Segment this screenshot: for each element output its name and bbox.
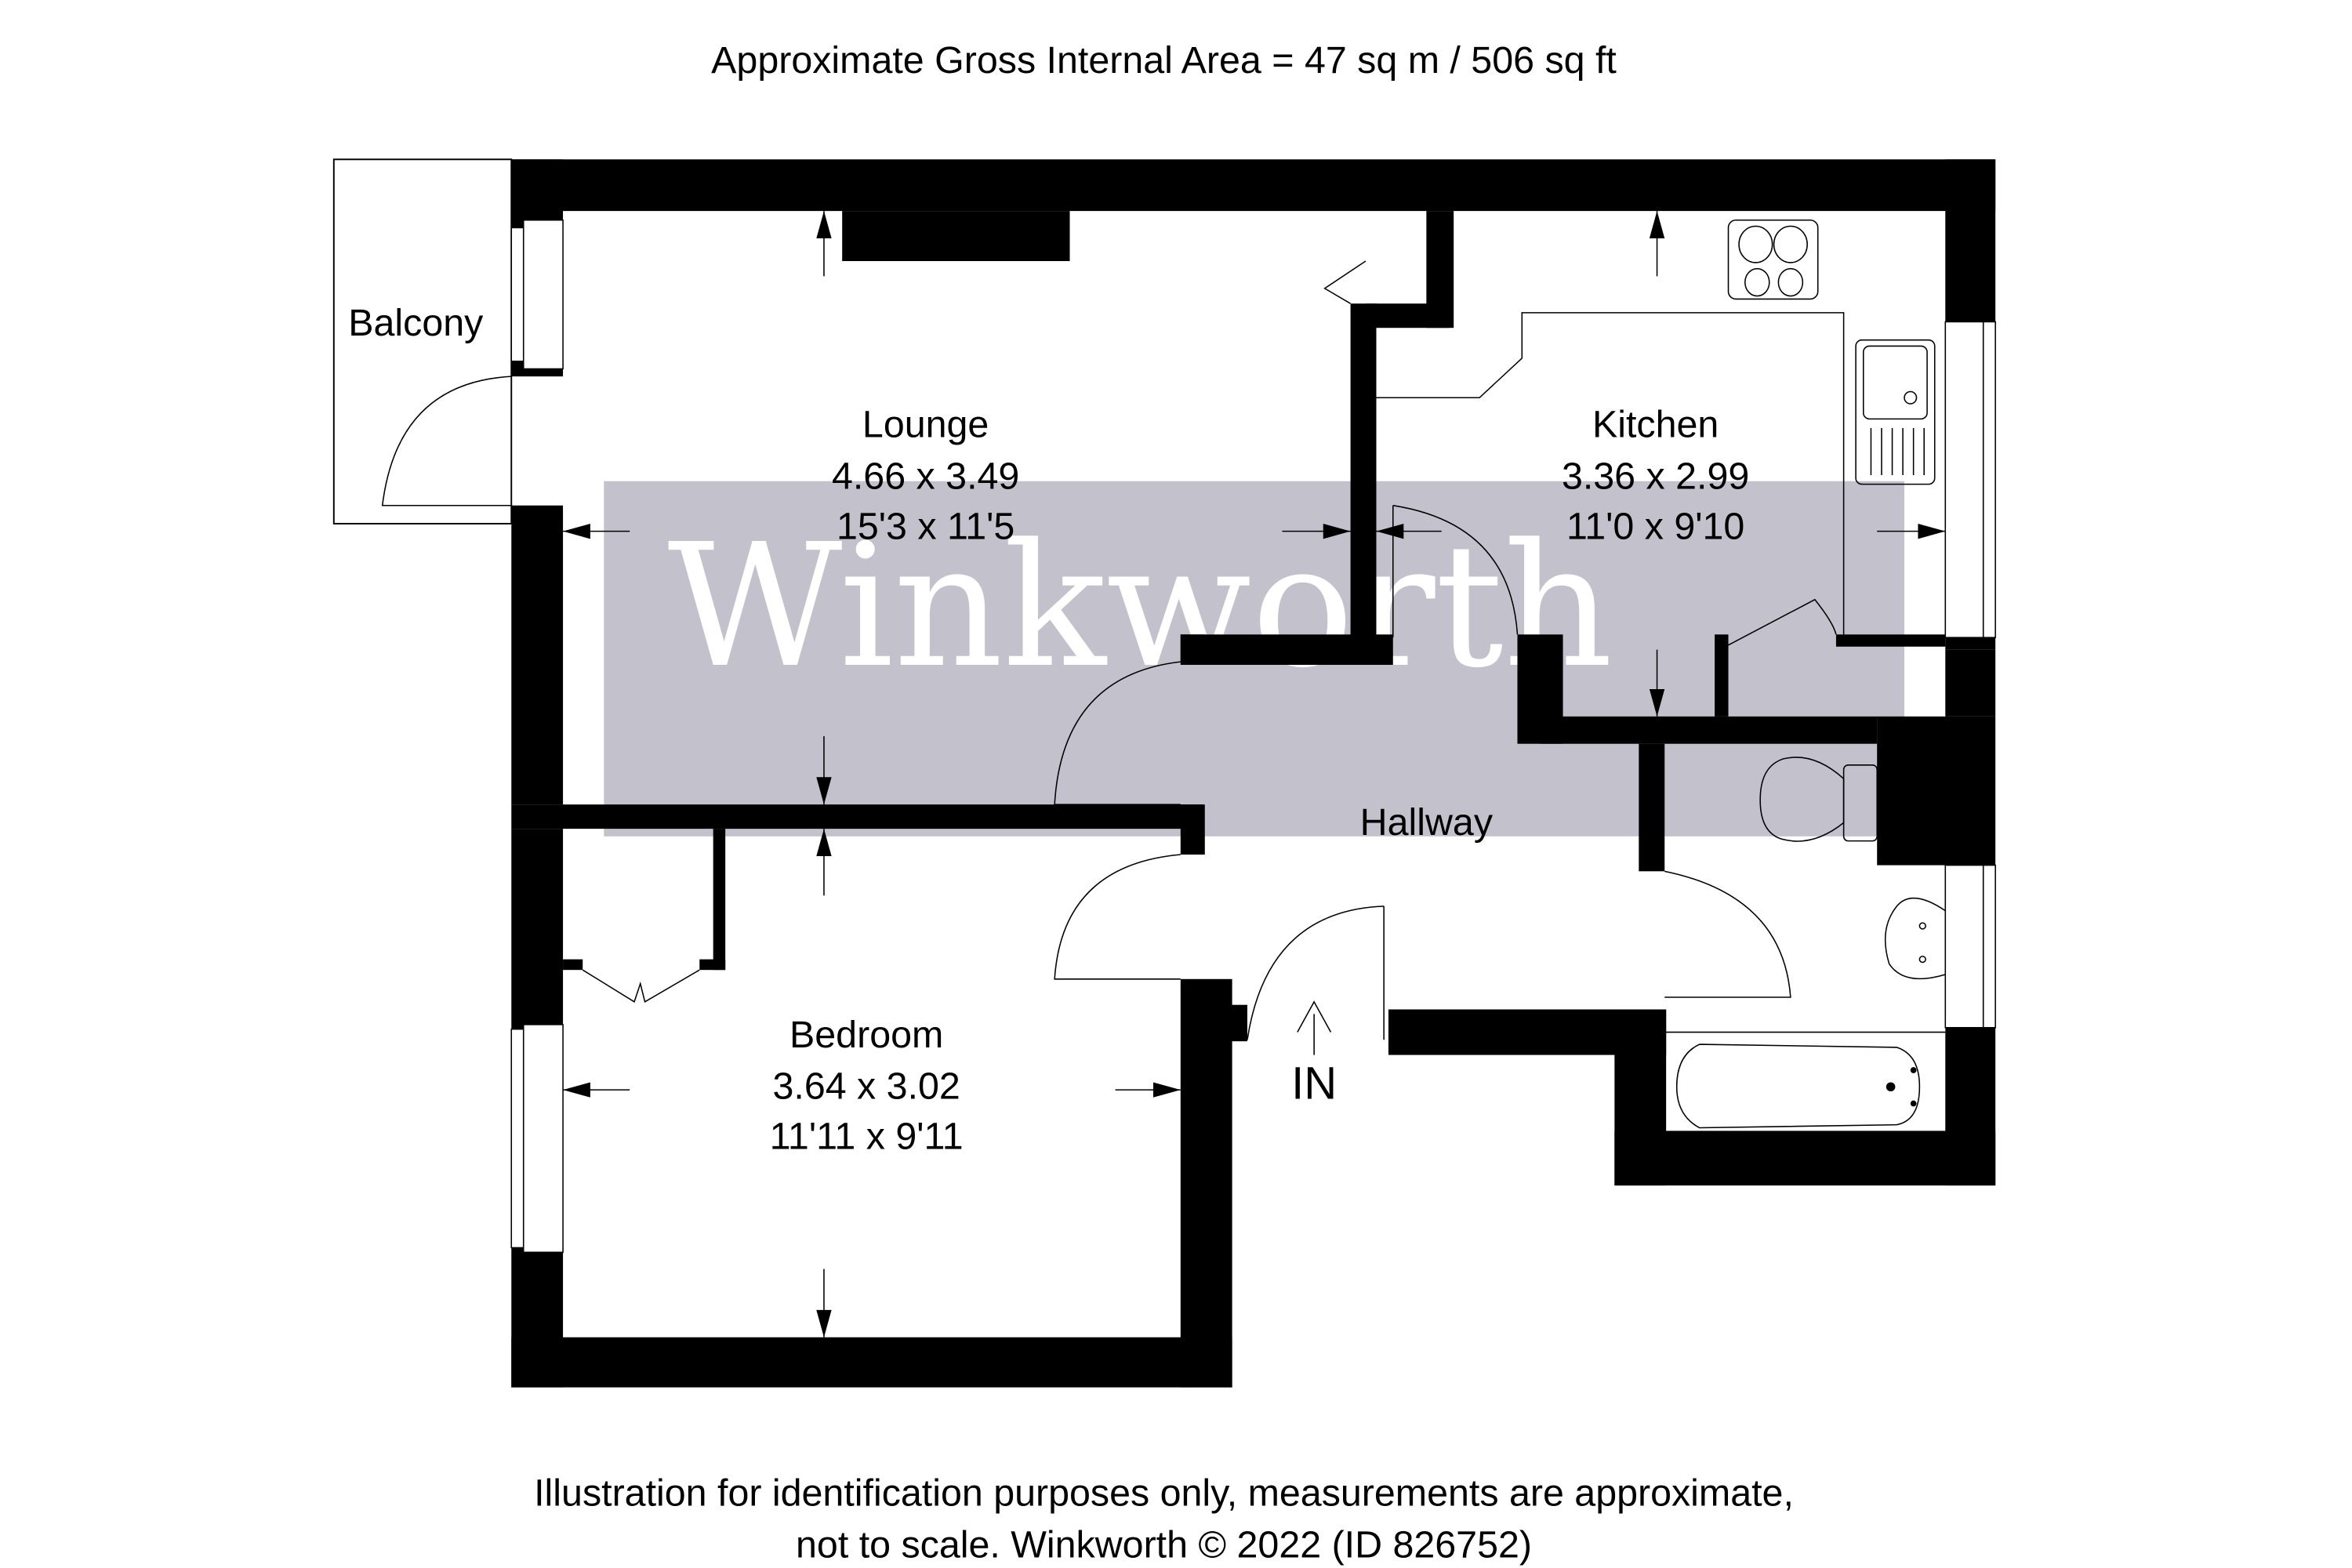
wall-entrance-left-jamb	[1204, 1004, 1247, 1042]
arrow-kitchen-bottom	[1649, 688, 1665, 717]
sink-icon	[1855, 339, 1936, 485]
entrance-label: IN	[1291, 1058, 1337, 1109]
arrow-lounge-top	[816, 211, 832, 238]
wall-lounge-hallway	[1180, 634, 1393, 666]
wall-top	[511, 159, 1996, 212]
arrow-bedroom-left	[563, 1082, 590, 1098]
gross-area-text: Approximate Gross Internal Area = 47 sq …	[711, 39, 1617, 82]
door-lounge	[1054, 661, 1181, 805]
door-entrance	[1247, 906, 1385, 1040]
door-cupboard	[1323, 260, 1367, 304]
window-kitchen-sill	[1944, 321, 1984, 638]
wall-lounge-door-jamb	[1180, 634, 1205, 662]
entrance-arrow-icon	[1297, 1000, 1332, 1055]
kitchen-label: Kitchen	[1592, 404, 1719, 446]
wall-hallway-bathroom	[1639, 743, 1665, 872]
window-bathroom	[1982, 864, 1996, 1029]
windows	[510, 219, 1996, 1254]
doors	[381, 260, 1837, 1040]
wall-cupboard-right	[1426, 211, 1454, 328]
lounge-label: Lounge	[862, 404, 989, 446]
door-kitchen-cupboard	[1728, 598, 1837, 646]
dimension-arrows	[563, 211, 1946, 1338]
kitchen-metric: 3.36 x 2.99	[1562, 455, 1749, 497]
kitchen-imperial: 11'0 x 9'10	[1566, 505, 1744, 547]
wall-right-kitchen-lower	[1945, 649, 1996, 717]
bedroom-imperial: 11'11 x 9'11	[770, 1116, 964, 1158]
wall-kitchen-bottom	[1540, 716, 1878, 744]
lounge-metric: 4.66 x 3.49	[832, 455, 1019, 497]
bedroom-metric: 3.64 x 3.02	[772, 1065, 960, 1108]
wall-kitchen-cupboard	[1715, 634, 1729, 717]
hallway-label: Hallway	[1360, 801, 1494, 844]
hob-icon	[1727, 219, 1819, 300]
wardrobe-jamb-right	[699, 959, 726, 971]
wall-bathroom-bottom	[1614, 1131, 1996, 1186]
wall-lounge-bedroom	[511, 804, 1203, 829]
arrow-kitchen-right	[1918, 523, 1946, 539]
wall-left-lounge-lower	[511, 505, 564, 805]
toilet-icon	[1759, 757, 1878, 842]
wardrobe-jamb-left	[563, 959, 583, 971]
lounge-imperial: 15'3 x 11'5	[837, 505, 1014, 547]
footer-disclaimer-line2: not to scale. Winkworth © 2022 (ID 82675…	[796, 1523, 1532, 1566]
arrow-lounge-left	[563, 523, 590, 539]
window-bedroom	[510, 1028, 524, 1249]
walls	[511, 159, 1996, 1388]
window-kitchen	[1982, 321, 1996, 638]
wall-bedroom-door-jamb	[1180, 804, 1205, 855]
wall-lounge-kitchen	[1350, 303, 1377, 658]
wall-left-bedroom-upper	[511, 829, 564, 1029]
bathroom-fixtures	[1664, 757, 1946, 1129]
balcony-label: Balcony	[348, 302, 484, 344]
washbasin-icon	[1884, 897, 1946, 980]
arrow-lounge-right	[1323, 523, 1351, 539]
arrow-kitchen-left	[1376, 523, 1404, 539]
arrow-bedroom-top	[816, 829, 832, 856]
kitchen-worktop	[1376, 312, 1845, 635]
bath-icon	[1675, 1044, 1921, 1129]
kitchen-fixtures	[1376, 219, 1936, 635]
window-lounge-sill	[522, 219, 564, 370]
arrow-lounge-bottom	[816, 777, 832, 805]
window-lounge	[510, 227, 524, 362]
wall-kitchen-right-ledge	[1835, 634, 1946, 647]
wall-right-kitchen-mid	[1945, 637, 1996, 650]
chimney-breast	[842, 211, 1070, 262]
watermark-text: Winkworth	[668, 508, 1613, 706]
door-bedroom	[1054, 854, 1181, 980]
door-wardrobe	[582, 969, 700, 1004]
arrow-kitchen-top	[1649, 211, 1665, 238]
wall-bedroom-right	[1180, 978, 1232, 1388]
window-bathroom-sill	[1944, 864, 1984, 1029]
window-bedroom-sill	[522, 1024, 564, 1254]
arrow-bedroom-bottom	[816, 1309, 832, 1338]
wall-hallway-bottom	[1388, 1009, 1667, 1055]
wall-bathroom-right-upper	[1877, 716, 1996, 866]
wall-right-kitchen-upper	[1945, 159, 1996, 322]
arrow-bedroom-right	[1152, 1082, 1181, 1098]
door-bathroom	[1664, 870, 1791, 998]
door-balcony	[381, 376, 512, 506]
wall-bedroom-bottom	[511, 1337, 1232, 1388]
footer-disclaimer-line1: Illustration for identification purposes…	[534, 1472, 1794, 1515]
bedroom-label: Bedroom	[789, 1014, 943, 1056]
wardrobe-wall	[713, 829, 726, 971]
wall-left-lounge-top	[511, 159, 564, 228]
